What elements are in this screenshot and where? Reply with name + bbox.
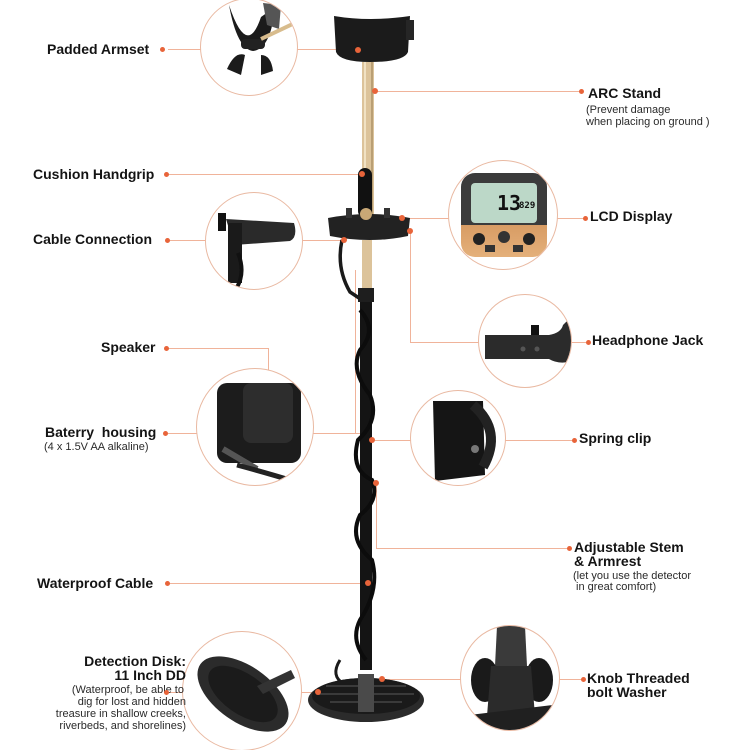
battery-housing-detail-image <box>196 368 314 486</box>
callout-note-line-4: riverbeds, and shorelines) <box>59 720 186 732</box>
callout-dot <box>165 238 170 243</box>
callout-label-line-2: & Armrest <box>574 553 642 569</box>
connector-adjustable-stem <box>376 548 568 549</box>
connector-speaker <box>168 348 268 349</box>
callout-label: Baterry housing <box>45 424 157 440</box>
callout-label: Cable Connection <box>33 231 153 247</box>
callout-dot <box>567 546 572 551</box>
callout-dot <box>164 346 169 351</box>
callout-note-line-1: (let you use the detector <box>573 570 692 582</box>
callout-dot <box>581 677 586 682</box>
callout-label: Spring clip <box>579 430 652 446</box>
callout-dot <box>572 438 577 443</box>
callout-note-line-1: (Prevent damage <box>586 104 671 116</box>
callout-label: Cushion Handgrip <box>33 166 155 182</box>
callout-note-line-3: treasure in shallow creeks, <box>55 708 186 720</box>
lcd-right-button[interactable] <box>513 245 523 252</box>
callout-label-line-1: Knob Threaded <box>587 670 690 686</box>
callout-dot <box>583 216 588 221</box>
callout-label: ARC Stand <box>588 85 662 101</box>
callout-dot <box>163 431 168 436</box>
callout-dot <box>164 690 169 695</box>
connector-cushion-handgrip <box>168 174 362 175</box>
connector-arc-stand <box>375 91 581 92</box>
callout-dot <box>160 47 165 52</box>
knob-washer-detail-image <box>460 625 560 731</box>
lcd-center-button[interactable] <box>498 231 510 243</box>
lcd-right-knob[interactable] <box>523 233 535 245</box>
callout-note-line-2: in great comfort) <box>573 581 657 593</box>
callout-label: Padded Armset <box>47 41 150 57</box>
callout-note-line-2: dig for lost and hidden <box>77 696 186 708</box>
callout-dot <box>165 581 170 586</box>
connector-battery-housing-v <box>355 270 356 434</box>
callout-label: Waterproof Cable <box>37 575 154 591</box>
lcd-left-knob[interactable] <box>473 233 485 245</box>
callout-label-line-1: Detection Disk: <box>84 653 186 669</box>
spring-clip-detail-image <box>410 390 506 486</box>
callout-note-line-2: when placing on ground ) <box>586 116 710 128</box>
callout-note-line-1: (Waterproof, be able to <box>71 684 184 696</box>
connector-speaker-v <box>268 348 269 380</box>
cable-connection-detail-image <box>205 192 303 290</box>
connector-adjustable-stem-v <box>376 483 377 548</box>
lcd-big-value: 13 <box>497 191 522 215</box>
connector-waterproof-cable <box>168 583 368 584</box>
callout-label: Speaker <box>101 339 156 355</box>
callout-dot <box>579 89 584 94</box>
lcd-left-button[interactable] <box>485 245 495 252</box>
headphone-jack-detail-image <box>478 294 572 388</box>
callout-label-line-2: bolt Washer <box>587 684 667 700</box>
callout-dot <box>164 172 169 177</box>
metal-detector-illustration <box>308 16 424 722</box>
callout-dot <box>586 340 591 345</box>
lcd-display-detail-image: 13 829 <box>448 160 558 270</box>
armset-detail-image <box>200 0 298 96</box>
callout-label: Headphone Jack <box>592 332 704 348</box>
callout-label-line-2: 11 Inch DD <box>114 667 186 683</box>
callout-label: LCD Display <box>590 208 673 224</box>
callout-label-line-1: Adjustable Stem <box>574 539 684 555</box>
connector-headphone-jack-v <box>410 230 411 342</box>
lcd-small-value: 829 <box>519 201 536 211</box>
detection-disk-detail-image <box>182 631 302 750</box>
callout-note: (4 x 1.5V AA alkaline) <box>44 441 149 453</box>
lcd-screen: 13 829 <box>471 183 537 223</box>
